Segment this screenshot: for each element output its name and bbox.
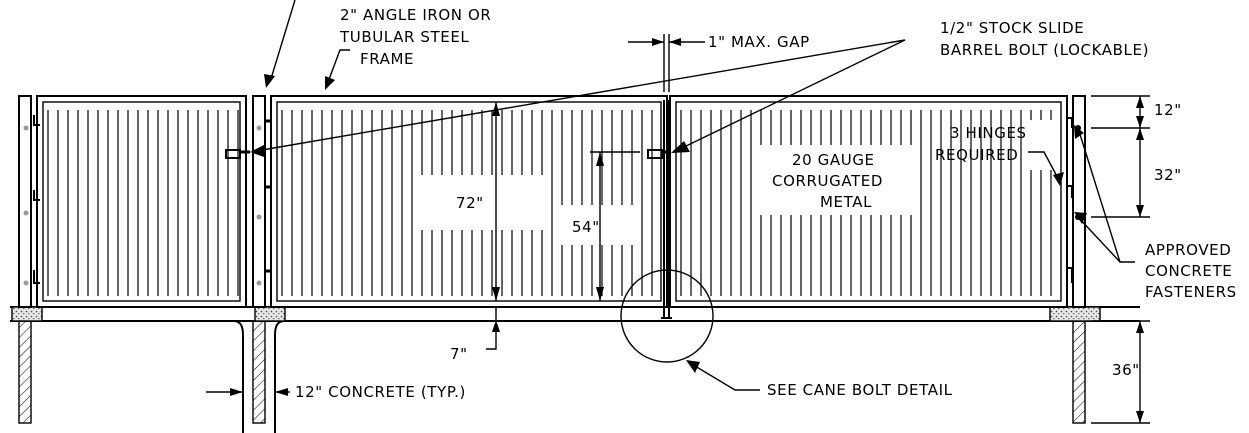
- fasteners-label-line2: CONCRETE: [1145, 262, 1232, 280]
- gate-height-label: 72": [456, 194, 484, 212]
- gate-panel-middle: [270, 95, 668, 308]
- hinge-dim-label: 32": [1154, 166, 1182, 184]
- fasteners-label-line3: FASTENERS: [1145, 283, 1237, 301]
- concrete-width-dimension: [206, 388, 290, 396]
- metal-label-line2: CORRUGATED: [772, 172, 883, 190]
- hinges-label-line1: 3 HINGES: [950, 124, 1027, 142]
- annotation-labels: 2" ANGLE IRON OR TUBULAR STEEL FRAME 1" …: [295, 6, 1237, 401]
- footing-pads: [11, 306, 1101, 322]
- height-dimension-72: [492, 102, 500, 301]
- footing-depth-label: 36": [1112, 361, 1140, 379]
- concrete-footings: [18, 320, 1086, 433]
- bolt-height-label: 54": [572, 218, 600, 236]
- leader-lines: [261, 0, 1135, 391]
- ground-line: [10, 306, 1140, 322]
- metal-label-line3: METAL: [820, 193, 872, 211]
- corrugated-metal-ribs: [47, 110, 1052, 296]
- bolt-label-line1: 1/2" STOCK SLIDE: [940, 19, 1084, 37]
- clearance-dimension-7: [486, 308, 500, 350]
- right-dimensions: [1091, 95, 1150, 424]
- concrete-label: 12" CONCRETE (TYP.): [295, 383, 466, 401]
- bolt-label-line2: BARREL BOLT (LOCKABLE): [940, 41, 1149, 59]
- cane-bolt-label: SEE CANE BOLT DETAIL: [767, 381, 953, 399]
- gate-posts: [18, 95, 1086, 308]
- arrowheads: [250, 74, 1087, 373]
- frame-label-line1: 2" ANGLE IRON OR: [340, 6, 491, 24]
- metal-label-line1: 20 GAUGE: [792, 151, 875, 169]
- frame-label-line2: TUBULAR STEEL: [339, 28, 469, 46]
- gate-panel-left: [36, 95, 247, 308]
- top-dim-label: 12": [1154, 101, 1182, 119]
- gap-dimension: [628, 34, 705, 92]
- fasteners-label-line1: APPROVED: [1145, 241, 1231, 259]
- frame-label-line3: FRAME: [360, 50, 414, 68]
- gap-label: 1" MAX. GAP: [708, 33, 810, 51]
- hinges-label-line2: REQUIRED: [935, 146, 1018, 164]
- cane-bolt: [620, 100, 714, 363]
- clearance-label: 7": [450, 345, 468, 363]
- bolt-height-dimension-54: [590, 151, 640, 301]
